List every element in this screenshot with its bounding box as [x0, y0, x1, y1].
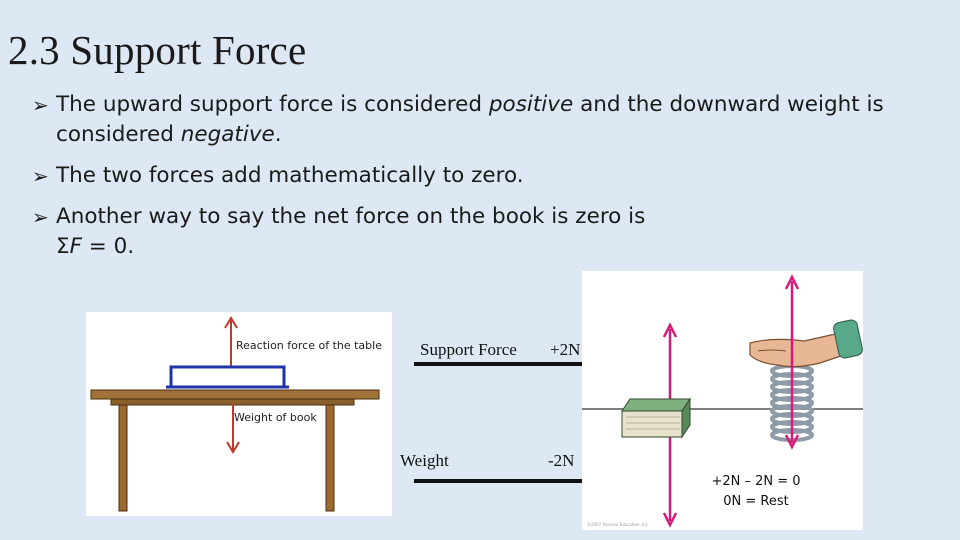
bullet-1-negative: negative: [180, 122, 275, 147]
reaction-force-label: Reaction force of the table: [236, 339, 382, 352]
spring-drawing: [582, 274, 863, 528]
support-force-label: Support Force: [420, 340, 517, 359]
table-top: [90, 389, 380, 400]
bullet-1-text-a: The upward support force is considered: [56, 92, 489, 117]
spring-figure: ©2007 Pearson Education, Inc.: [582, 271, 863, 530]
slide-title: 2.3 Support Force: [8, 27, 307, 73]
table-book-drawing: [90, 316, 380, 512]
weight-arrowhead: [226, 441, 240, 454]
bullet-list: ➢ The upward support force is considered…: [32, 90, 912, 273]
table-leg-right: [325, 404, 335, 512]
table-book-figure: Reaction force of the table Weight of bo…: [86, 312, 392, 516]
weight-label: Weight: [400, 451, 449, 470]
equation-box: +2N – 2N = 0 0N = Rest: [696, 472, 816, 512]
weight-of-book-label: Weight of book: [234, 411, 317, 424]
table-leg-left: [118, 404, 128, 512]
reaction-arrowhead: [224, 316, 238, 329]
arrow-bullet-icon: ➢: [32, 205, 49, 229]
equation-line-2: 0N = Rest: [723, 494, 789, 509]
green-book: [621, 398, 691, 412]
bullet-1: ➢ The upward support force is considered…: [32, 90, 912, 150]
arrow-bullet-icon: ➢: [32, 93, 49, 117]
hand-shape: [749, 332, 845, 368]
arrow-bullet-icon: ➢: [32, 164, 49, 188]
weight-value: -2N: [548, 451, 575, 470]
book-shape: [169, 365, 286, 389]
bullet-1-text-b: and the downward weight is considered: [56, 92, 884, 147]
sleeve-cuff: [833, 319, 863, 359]
bullet-1-text-c: .: [274, 122, 282, 147]
support-force-value: +2N: [550, 340, 581, 359]
bullet-3: ➢ Another way to say the net force on th…: [32, 202, 912, 262]
bullet-3-equation: = 0.: [81, 234, 135, 259]
equation-line-1: +2N – 2N = 0: [711, 474, 801, 489]
copyright-text: ©2007 Pearson Education, Inc.: [587, 522, 650, 527]
bullet-3-text: Another way to say the net force on the …: [56, 204, 646, 229]
bullet-1-positive: positive: [488, 92, 574, 117]
bullet-2-text: The two forces add mathematically to zer…: [56, 163, 524, 188]
force-symbol: F: [69, 234, 82, 259]
bullet-2: ➢ The two forces add mathematically to z…: [32, 161, 912, 191]
sigma-symbol: Σ: [56, 234, 70, 259]
